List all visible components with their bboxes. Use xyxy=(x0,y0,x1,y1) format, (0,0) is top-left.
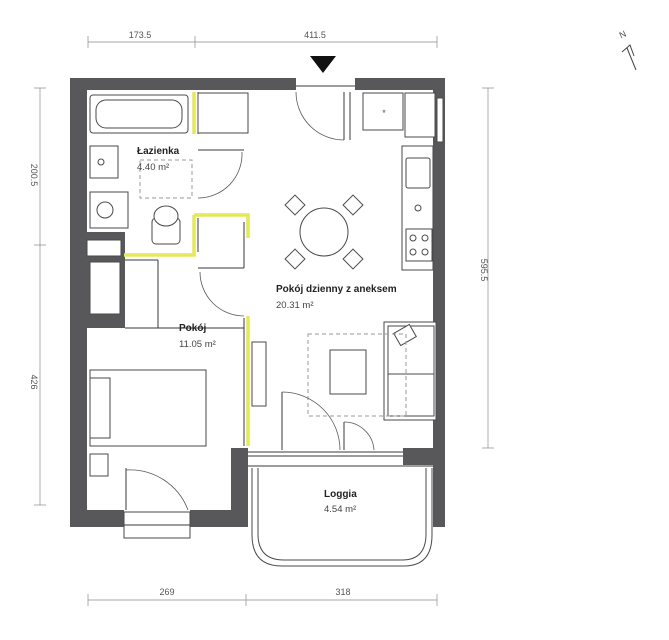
dim-top-right: 411.5 xyxy=(304,30,326,40)
entrance-arrow-icon xyxy=(310,56,336,73)
room-area-bedroom: 11.05 m² xyxy=(179,339,216,350)
highlighted-partitions xyxy=(124,92,250,446)
room-name-loggia: Loggia xyxy=(324,489,357,500)
bathroom-fixtures xyxy=(86,94,193,257)
wall-detail-lines xyxy=(123,85,444,539)
exterior-walls xyxy=(70,78,445,527)
north-arrow-icon xyxy=(621,44,637,71)
coffee-table xyxy=(329,349,367,395)
dim-left-lower: 426 xyxy=(29,374,39,389)
tv-unit xyxy=(251,341,267,407)
sofa xyxy=(307,321,437,421)
room-name-living: Pokój dzienny z aneksem xyxy=(276,284,397,295)
bedroom-fixtures xyxy=(89,261,267,477)
room-name-bathroom: Łazienka xyxy=(137,146,180,157)
dim-right: 595.5 xyxy=(479,259,489,282)
room-name-bedroom: Pokój xyxy=(179,323,206,334)
dim-bottom-left: 269 xyxy=(159,587,174,597)
dimension-lines xyxy=(34,36,494,606)
room-area-loggia: 4.54 m² xyxy=(324,504,356,515)
dim-left-upper: 200.5 xyxy=(29,164,39,187)
loggia-enclosure xyxy=(248,465,433,567)
dim-bottom-right: 318 xyxy=(335,587,350,597)
doors xyxy=(125,91,375,511)
dining-set xyxy=(284,194,364,270)
kitchen-fixtures: * xyxy=(197,92,436,271)
cooktop xyxy=(405,228,433,262)
room-area-living: 20.31 m² xyxy=(276,300,314,311)
compass-label: N xyxy=(618,29,628,41)
sink xyxy=(405,157,431,189)
svg-text:*: * xyxy=(382,108,386,118)
dim-top-left: 173.5 xyxy=(129,30,152,40)
room-area-bathroom: 4.40 m² xyxy=(137,162,169,173)
